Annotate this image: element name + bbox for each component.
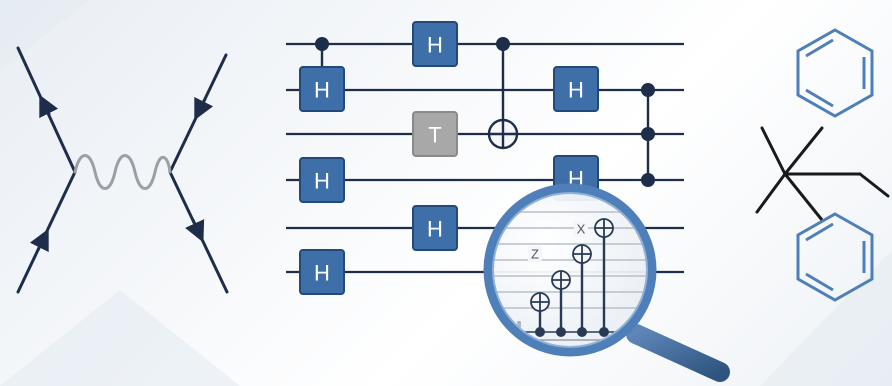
t-gate: T <box>412 111 458 157</box>
cnot-target-icon <box>551 270 571 290</box>
benzene-ring-top <box>796 28 874 118</box>
h-gate: H <box>299 157 345 203</box>
arrow-top-right <box>194 96 214 121</box>
gate-label: H <box>427 33 443 58</box>
photon-wavy-line <box>73 154 172 190</box>
cnot-target-icon <box>487 118 519 150</box>
magnifier-handle <box>626 324 730 382</box>
fermion-line-bottom-left <box>16 170 77 294</box>
control-dot <box>556 327 566 337</box>
control-dot <box>496 37 510 51</box>
benzene-ring-bottom <box>796 212 874 302</box>
control-dot <box>641 173 655 187</box>
control-dot <box>577 327 587 337</box>
gate-label: T <box>428 123 441 148</box>
gate-label: H <box>314 169 330 194</box>
fermion-line-top-right <box>168 53 228 174</box>
gate-label: H <box>568 78 584 103</box>
magnifier-rim-inner <box>492 192 648 348</box>
arrow-top-left <box>39 94 59 119</box>
h-gate: H <box>412 205 458 251</box>
h-gate: H <box>299 249 345 295</box>
control-dot <box>641 83 655 97</box>
control-dot <box>315 37 329 51</box>
control-dot <box>599 327 609 337</box>
h-gate: H <box>553 66 599 112</box>
magnifier-rim <box>483 183 657 357</box>
cnot-target-icon <box>572 244 592 264</box>
h-gate: H <box>299 66 345 112</box>
h-gate: H <box>412 21 458 67</box>
arrow-bottom-right <box>185 218 205 243</box>
gate-label: H <box>314 78 330 103</box>
gate-label: H <box>427 217 443 242</box>
cnot-target-icon <box>530 292 550 312</box>
arrow-bottom-left <box>29 228 49 253</box>
magnifying-glass-icon: Z X <box>483 183 730 382</box>
cnot-target-icon <box>594 218 614 238</box>
molecule-structure <box>755 28 890 302</box>
feynman-diagram <box>16 46 229 294</box>
gate-label: H <box>314 261 330 286</box>
control-dot <box>535 327 545 337</box>
z-gate-label: Z <box>531 247 539 262</box>
chemical-bonds <box>755 126 890 222</box>
control-dot <box>641 127 655 141</box>
x-gate-label: X <box>577 222 586 237</box>
